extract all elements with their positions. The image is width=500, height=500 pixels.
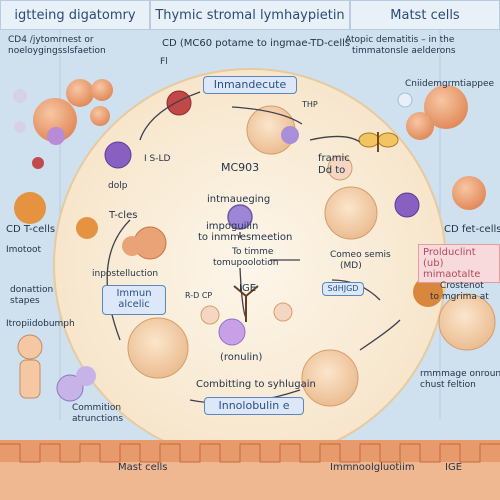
butterfly — [358, 132, 399, 152]
ronulin-label: (ronulin) — [220, 352, 263, 363]
header-right: Matst cells — [350, 0, 500, 30]
right-top-text-3: Cniidemgrmtiappee — [405, 79, 495, 89]
left-commition-2: atrunctions — [72, 414, 124, 424]
sdhjgd-tag: SdHJGD — [322, 282, 364, 296]
center-f-label: Fl — [160, 57, 168, 67]
framic-label-1: framic — [318, 153, 350, 164]
impo-label-1: impoguilin — [206, 221, 259, 232]
right-top-cells — [397, 85, 486, 210]
right-cd-tcells-label: CD fet-cells — [444, 224, 500, 235]
left-donattion-label-1: donattion — [10, 285, 54, 295]
innolobulin-tag: Innolobulin e — [204, 397, 304, 415]
left-top-cells — [13, 79, 113, 239]
left-bottom-text: Itropiidobumph — [6, 319, 75, 329]
pathway-arrows — [106, 91, 401, 404]
framic-label-2: Dd to — [318, 165, 346, 176]
comeo-label-2: (MD) — [340, 261, 362, 271]
left-top-text-1: CD4 /jytomrnest or — [8, 35, 94, 45]
left-imotoot-label: Imotoot — [6, 245, 41, 255]
dolp-label: dolp — [108, 181, 128, 191]
mc903-label: MC903 — [221, 161, 260, 174]
header-center: Thymic stromal lymhaypietin — [150, 0, 350, 30]
header-left: igtteing digatomry — [0, 0, 150, 30]
bottom-mast-label: Mast cells — [118, 462, 168, 473]
central-purple-cell — [227, 204, 253, 230]
ige-top-label: IGE — [239, 283, 257, 294]
bottom-ige-label: IGE — [445, 462, 463, 473]
inpos-label: inpostelluction — [92, 269, 159, 279]
left-cd-tcells-label: CD T-cells — [6, 224, 56, 235]
immun-alcelic-tag: Immun alcelic — [102, 285, 166, 315]
right-bottom-text-1: rmmmage onroun — [420, 369, 500, 379]
ils-label: I S-LD — [144, 154, 171, 164]
immandecute-tag: Inmandecute — [203, 76, 297, 94]
thp-label: THP — [302, 100, 318, 109]
inner-cells — [56, 105, 496, 407]
left-donattion-label-2: stapes — [10, 296, 40, 306]
right-top-text-1: Atopic dematitis – in the — [345, 35, 455, 45]
right-bottom-text-2: chust feltion — [420, 380, 476, 390]
to-timme-label-2: tomupoolotion — [213, 258, 279, 268]
to-timme-label-1: To timme — [232, 247, 274, 257]
impo-label-2: to inmmesmeetion — [198, 232, 293, 243]
tcells-label: T-cles — [109, 210, 138, 221]
right-top-text-2: timmatonsle aelderons — [352, 46, 456, 56]
left-commition-1: Commition — [72, 403, 122, 413]
right-crostenot-2: to mgrima at — [430, 292, 489, 302]
bottom-immuno-label: Immnoolgluotiim — [330, 462, 415, 473]
ige-antibody — [233, 285, 259, 322]
left-top-text-2: noeloygingsslsfaetion — [8, 46, 106, 56]
comeo-label-1: Comeo semis — [330, 250, 391, 260]
center-cd-line: CD (MC60 potame to ingmae-TD-cells — [162, 38, 351, 49]
skin-tissue-strip — [0, 440, 500, 500]
intmaueging-label: intmaueging — [207, 194, 271, 205]
rdcp-label: R-D CP — [185, 291, 213, 300]
combitting-label: Combitting to syhlugain — [196, 379, 316, 390]
right-pink-label: Prolduclint (ub) mimaotalte — [418, 244, 500, 283]
child-figure — [17, 334, 43, 399]
right-crostenot-1: Crostenot — [440, 281, 484, 291]
dendritic-cells — [104, 90, 420, 218]
